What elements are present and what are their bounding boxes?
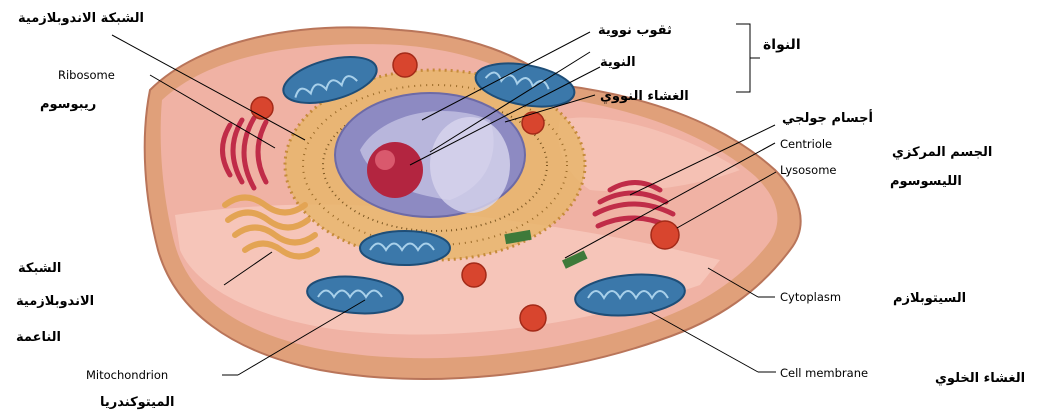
label-cell-membrane-en: Cell membrane	[780, 366, 868, 380]
label-mitochondrion-en: Mitochondrion	[86, 368, 168, 382]
label-nucleolus-ar: النوية	[600, 56, 636, 70]
label-nucleus-ar: النواة	[763, 38, 801, 52]
label-cell-membrane-ar: الغشاء الخلوي	[935, 372, 1025, 386]
label-nuclear-membrane-ar: الغشاء النووي	[600, 90, 689, 104]
label-cytoplasm-ar: السيتوبلازم	[893, 292, 966, 306]
label-smooth-er-ar-3: الناعمة	[16, 331, 61, 345]
label-ribosome-ar: ريبوسوم	[40, 98, 96, 112]
label-er-ar: الشبكة الاندوبلازمية	[18, 12, 144, 26]
label-nuclear-pores-ar: ثقوب نووية	[598, 24, 672, 38]
label-smooth-er-ar-1: الشبكة	[18, 262, 61, 276]
label-ribosome-en: Ribosome	[58, 68, 115, 82]
label-cytoplasm-en: Cytoplasm	[780, 290, 841, 304]
label-mitochondrion-ar: الميتوكندريا	[100, 396, 174, 410]
label-lysosome-ar: الليسوسوم	[890, 175, 962, 189]
nucleolus-shape	[367, 142, 423, 198]
label-smooth-er-ar-2: الاندوبلازمية	[16, 295, 94, 309]
label-centriole-en: Centriole	[780, 137, 832, 151]
label-lysosome-en: Lysosome	[780, 163, 837, 177]
label-golgi-ar: أجسام جولجي	[782, 112, 873, 126]
label-centriole-ar: الجسم المركزي	[892, 146, 992, 160]
